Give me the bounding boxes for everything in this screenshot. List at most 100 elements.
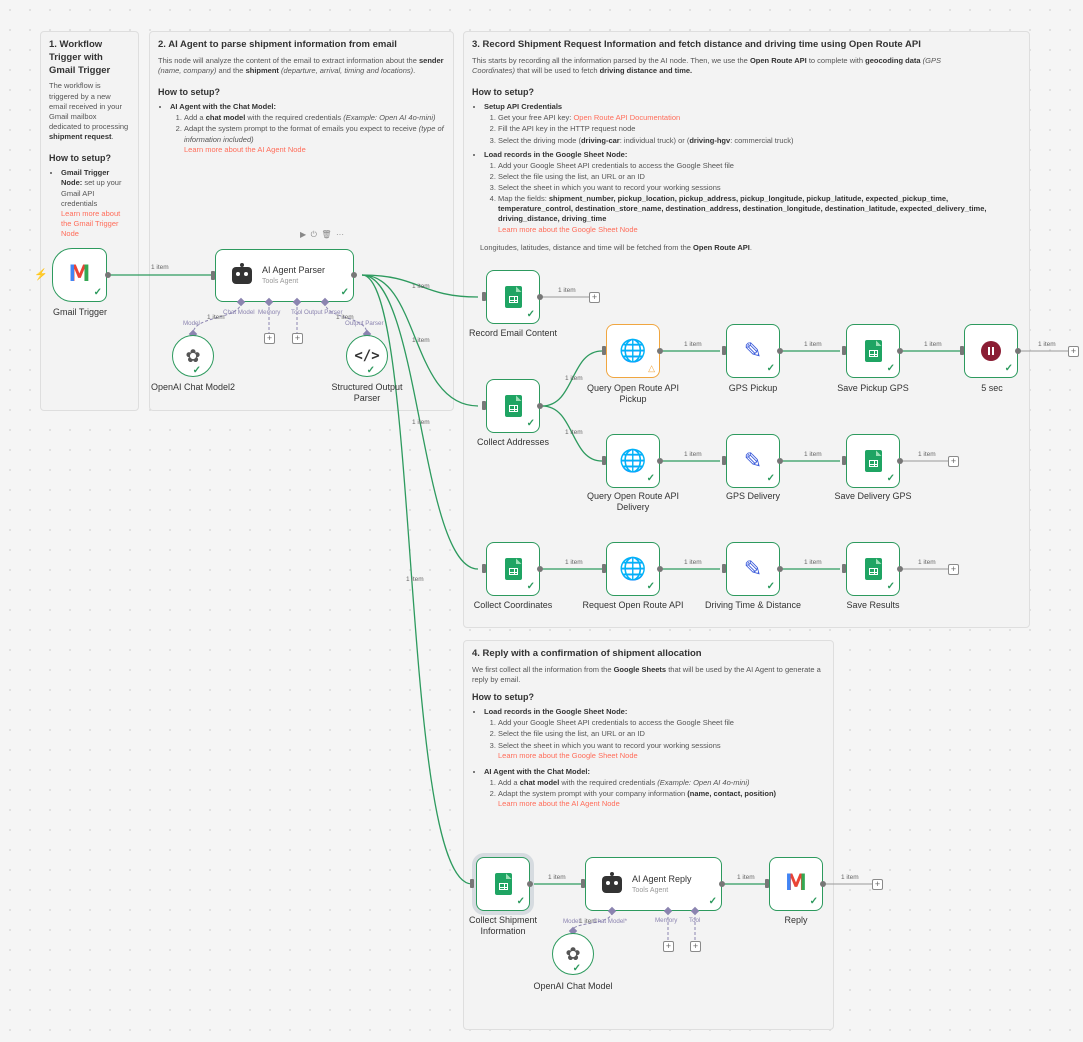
gsheet-doc-link[interactable]: Learn more about the Google Sheet Node bbox=[498, 224, 638, 234]
query-open-route-delivery-node[interactable]: 🌐✓ bbox=[606, 434, 660, 488]
node-label: Request Open Route API bbox=[582, 600, 684, 610]
collect-shipment-information-node[interactable]: ✓ bbox=[476, 857, 530, 911]
slot-label: Tool bbox=[689, 917, 701, 924]
trash-icon[interactable]: 🗑 bbox=[321, 230, 332, 239]
openai-chat-model-node[interactable]: ✿✓ bbox=[552, 933, 594, 975]
add-node-button[interactable]: + bbox=[948, 456, 959, 467]
reply-node[interactable]: M✓ bbox=[769, 857, 823, 911]
wire-label: 1 item bbox=[918, 559, 936, 566]
slot-label: Memory bbox=[655, 917, 678, 924]
query-open-route-pickup-node[interactable]: 🌐△ bbox=[606, 324, 660, 378]
sticky-title: 2. AI Agent to parse shipment informatio… bbox=[158, 39, 397, 50]
wire-label: 1 item bbox=[1038, 341, 1056, 348]
slot-label: Model bbox=[183, 320, 200, 327]
success-check-icon: ✓ bbox=[766, 473, 775, 484]
success-check-icon: ✓ bbox=[1004, 363, 1013, 374]
slot-label: Tool bbox=[291, 309, 303, 316]
gmail-trigger-node[interactable]: M✓ bbox=[52, 248, 107, 302]
wire-label: 1 item bbox=[151, 264, 169, 271]
google-sheets-icon bbox=[504, 286, 522, 308]
add-node-button[interactable]: + bbox=[948, 564, 959, 575]
sticky-note-4[interactable]: 4. Reply with a confirmation of shipment… bbox=[463, 640, 834, 1030]
gsheet-doc-link-2[interactable]: Learn more about the Google Sheet Node bbox=[498, 750, 638, 760]
success-check-icon: ✓ bbox=[572, 963, 581, 974]
ai-agent-reply-node[interactable]: AI Agent Reply Tools Agent ✓ bbox=[585, 857, 722, 911]
power-icon[interactable]: ⏻ bbox=[310, 230, 317, 239]
structured-output-parser-node[interactable]: </>✓ bbox=[346, 335, 388, 377]
google-sheets-icon bbox=[504, 395, 522, 417]
add-memory-button[interactable]: + bbox=[264, 333, 275, 344]
trigger-bolt-icon: ⚡ bbox=[34, 269, 48, 281]
wait-5-sec-node[interactable]: ✓ bbox=[964, 324, 1018, 378]
openroute-doc-link[interactable]: Open Route API Documentation bbox=[573, 113, 681, 123]
add-node-button[interactable]: + bbox=[589, 292, 600, 303]
google-sheets-icon bbox=[494, 873, 512, 895]
collect-addresses-node[interactable]: ✓ bbox=[486, 379, 540, 433]
collect-coordinates-node[interactable]: ✓ bbox=[486, 542, 540, 596]
google-sheets-icon bbox=[504, 558, 522, 580]
add-memory-button[interactable]: + bbox=[663, 941, 674, 952]
google-sheets-icon bbox=[864, 450, 882, 472]
wire-label: 1 item bbox=[565, 429, 583, 436]
slot-label: Output Parser bbox=[304, 309, 343, 316]
google-sheets-icon bbox=[864, 558, 882, 580]
add-node-button[interactable]: + bbox=[1068, 346, 1079, 357]
driving-time-distance-node[interactable]: ✎✓ bbox=[726, 542, 780, 596]
node-label: Query Open Route API Delivery bbox=[586, 491, 680, 513]
save-delivery-gps-node[interactable]: ✓ bbox=[846, 434, 900, 488]
howto-heading: How to setup? bbox=[158, 87, 220, 98]
wire-label: 1 item bbox=[918, 451, 936, 458]
node-label: GPS Delivery bbox=[725, 491, 780, 501]
node-label: 5 sec bbox=[981, 383, 1003, 393]
gps-delivery-node[interactable]: ✎✓ bbox=[726, 434, 780, 488]
wire-label: 1 item bbox=[412, 337, 430, 344]
node-label: OpenAI Chat Model bbox=[533, 981, 613, 991]
success-check-icon: ✓ bbox=[340, 287, 349, 298]
success-check-icon: ✓ bbox=[366, 365, 375, 376]
node-label: Reply bbox=[784, 915, 808, 925]
slot-label: Memory bbox=[258, 309, 281, 316]
wire-label: 1 item bbox=[207, 314, 225, 321]
pause-icon bbox=[981, 341, 1001, 361]
success-check-icon: ✓ bbox=[708, 896, 717, 907]
wire-label: 1 item bbox=[336, 314, 354, 321]
success-check-icon: ✓ bbox=[526, 581, 535, 592]
add-tool-button[interactable]: + bbox=[690, 941, 701, 952]
gps-pickup-node[interactable]: ✎✓ bbox=[726, 324, 780, 378]
gmail-icon: M bbox=[68, 262, 91, 287]
node-subtitle: Tools Agent bbox=[632, 887, 669, 894]
robot-icon bbox=[232, 263, 252, 284]
gmail-icon: M bbox=[785, 871, 807, 896]
wire-label: 1 item bbox=[684, 559, 702, 566]
slot-label: Model bbox=[563, 918, 580, 925]
ai-agent-doc-link[interactable]: Learn more about the AI Agent Node bbox=[184, 144, 306, 154]
success-check-icon: ✓ bbox=[516, 896, 525, 907]
wire-label: 1 item bbox=[412, 283, 430, 290]
wire-label: 1 item bbox=[737, 874, 755, 881]
add-tool-button[interactable]: + bbox=[292, 333, 303, 344]
wire-label: 1 item bbox=[684, 341, 702, 348]
save-results-node[interactable]: ✓ bbox=[846, 542, 900, 596]
openai-chat-model2-node[interactable]: ✿✓ bbox=[172, 335, 214, 377]
play-icon[interactable]: ▶ bbox=[300, 230, 307, 239]
request-open-route-node[interactable]: 🌐✓ bbox=[606, 542, 660, 596]
node-toolbar: ▶ ⏻ 🗑 ··· bbox=[300, 230, 344, 240]
record-email-content-node[interactable]: ✓ bbox=[486, 270, 540, 324]
openai-icon: ✿ bbox=[565, 944, 581, 964]
success-check-icon: ✓ bbox=[526, 418, 535, 429]
slot-label: Chat Model* bbox=[593, 918, 628, 925]
node-label: Save Delivery GPS bbox=[834, 491, 912, 501]
gmail-doc-link[interactable]: Learn more about the Gmail Trigger Node bbox=[61, 208, 121, 239]
more-icon[interactable]: ··· bbox=[336, 230, 344, 239]
ai-agent-doc-link-2[interactable]: Learn more about the AI Agent Node bbox=[498, 799, 620, 809]
node-title: AI Agent Parser bbox=[262, 265, 326, 275]
add-node-button[interactable]: + bbox=[872, 879, 883, 890]
node-label: OpenAI Chat Model2 bbox=[150, 382, 236, 392]
node-label: Driving Time & Distance bbox=[704, 600, 802, 610]
sticky-note-1[interactable]: 1. Workflow Trigger with Gmail Trigger T… bbox=[40, 31, 139, 411]
sticky-title: 4. Reply with a confirmation of shipment… bbox=[472, 648, 702, 659]
ai-agent-parser-node[interactable]: AI Agent Parser Tools Agent ✓ bbox=[215, 249, 354, 302]
success-check-icon: ✓ bbox=[646, 473, 655, 484]
wire-label: 1 item bbox=[579, 918, 597, 925]
save-pickup-gps-node[interactable]: ✓ bbox=[846, 324, 900, 378]
